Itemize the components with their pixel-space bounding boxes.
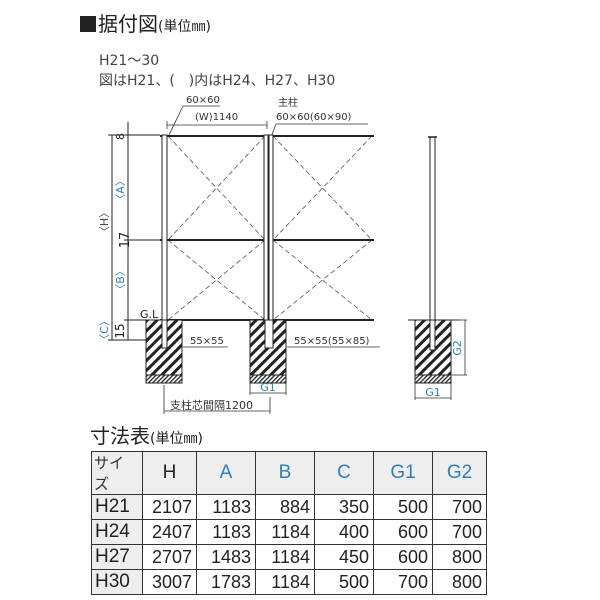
table-row: H27 2707 1483 1184 450 600 800: [91, 544, 487, 570]
cell-A: 1483: [196, 544, 256, 570]
table-header-row: サイズ H A B C G1 G2: [91, 451, 487, 495]
label-C: 〈C〉: [98, 315, 111, 345]
row-size: H30: [91, 569, 143, 595]
cell-G2: 800: [432, 569, 487, 595]
cell-H: 2407: [142, 519, 197, 545]
cell-G2: 700: [432, 519, 487, 545]
footing-middle-size: 55×55(55×85): [294, 336, 370, 347]
dim-15: 15: [113, 323, 127, 338]
cell-C: 500: [314, 569, 374, 595]
header-G1: G1: [373, 451, 433, 495]
cell-H: 2707: [142, 544, 197, 570]
label-A: 〈A〉: [114, 175, 127, 205]
cell-G1: 600: [373, 544, 433, 570]
label-H: 〈H〉: [98, 207, 111, 237]
g1-side-label: G1: [425, 386, 441, 399]
title-text: 据付図: [98, 12, 158, 36]
footing-middle: [249, 319, 287, 384]
post-spacing-label: 支柱芯間隔1200: [170, 398, 253, 412]
size-range: H21〜30: [99, 53, 160, 69]
header-G2: G2: [432, 451, 487, 495]
row-size: H24: [91, 519, 143, 545]
title-unit: (単位㎜): [158, 19, 211, 35]
main-post-size: 60×60(60×90): [276, 112, 352, 123]
cell-B: 1184: [255, 569, 315, 595]
row-size: H21: [91, 494, 143, 520]
cell-C: 400: [314, 519, 374, 545]
side-view: [408, 136, 467, 400]
cell-G1: 700: [373, 569, 433, 595]
cell-G1: 600: [373, 519, 433, 545]
header-H: H: [142, 451, 197, 495]
cell-B: 1184: [255, 519, 315, 545]
table-title-unit: (単位㎜): [150, 431, 203, 447]
panel-bracing: [167, 135, 373, 321]
table-row: H24 2407 1183 1184 400 600 700: [91, 519, 487, 545]
ground-line-label: G.L: [140, 308, 159, 321]
cell-H: 3007: [142, 569, 197, 595]
header-C: C: [314, 451, 374, 495]
footing-left-size: 55×55: [190, 336, 224, 347]
posts: [161, 134, 274, 351]
square-bullet-icon: [80, 16, 96, 32]
table-title-text: 寸法表: [90, 424, 150, 448]
dimensions-table: サイズ H A B C G1 G2 H21 2107 1183 884 350 …: [91, 451, 487, 595]
table-title: 寸法表(単位㎜): [90, 420, 203, 449]
cell-H: 2107: [142, 494, 197, 520]
cell-C: 450: [314, 544, 374, 570]
cell-B: 884: [255, 494, 315, 520]
cell-A: 1783: [196, 569, 256, 595]
header-B: B: [255, 451, 315, 495]
cell-B: 1184: [255, 544, 315, 570]
width-label: (W)1140: [195, 112, 238, 123]
cell-A: 1183: [196, 519, 256, 545]
table-row: H30 3007 1783 1184 500 700 800: [91, 569, 487, 595]
cell-G2: 700: [432, 494, 487, 520]
dim-17: 17: [118, 232, 133, 249]
main-post-label: 主柱: [278, 96, 298, 109]
cell-G2: 800: [432, 544, 487, 570]
row-size: H27: [91, 544, 143, 570]
g2-side-label: G2: [451, 340, 464, 356]
header-size: サイズ: [91, 451, 143, 495]
dim-8: 8: [114, 133, 127, 140]
post-size-label: 60×60: [186, 95, 220, 106]
table-row: H21 2107 1183 884 350 500 700: [91, 494, 487, 520]
cell-G1: 500: [373, 494, 433, 520]
header-A: A: [196, 451, 256, 495]
cell-C: 350: [314, 494, 374, 520]
footing-left: [145, 319, 183, 384]
diagram-note: 図はH21、( )内はH24、H27、H30: [99, 73, 336, 89]
installation-diagram: 8 17 15 〈H〉 〈A〉 〈B〉 〈C〉 60×60 (W)1140 主柱…: [98, 95, 467, 414]
cell-A: 1183: [196, 494, 256, 520]
diagram-title: 据付図(単位㎜): [80, 8, 211, 37]
g1-middle-label: G1: [260, 381, 276, 394]
label-B: 〈B〉: [114, 265, 127, 295]
